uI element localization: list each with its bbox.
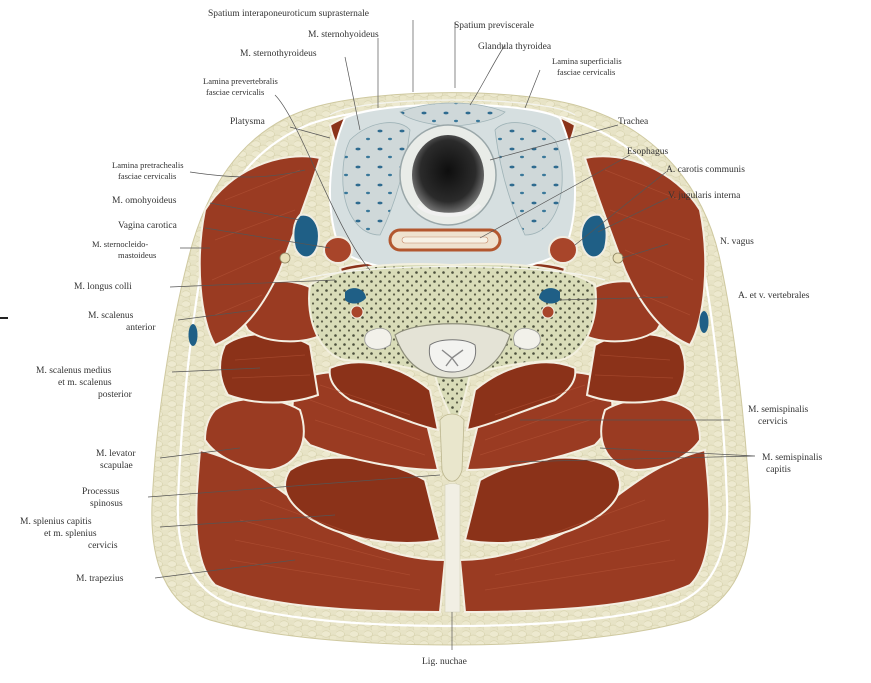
spinous-process xyxy=(440,414,464,481)
label-m-sternocleidomastoideus: M. sternocleido- xyxy=(92,239,148,249)
label-trachea: Trachea xyxy=(618,117,649,127)
trachea-lumen xyxy=(412,135,484,215)
external-jugular-right xyxy=(700,311,709,333)
label-processus-spinosus-2: spinosus xyxy=(90,499,123,509)
external-jugular-left xyxy=(189,324,198,346)
scalenus-medius-left xyxy=(220,334,318,403)
label-m-semispinalis-capitis-2: capitis xyxy=(766,465,791,475)
label-n-vagus: N. vagus xyxy=(720,237,754,247)
label-m-scalenus-medius-2: et m. scalenus xyxy=(58,378,112,388)
label-m-sternohyoideus: M. sternohyoideus xyxy=(308,30,379,40)
label-m-levator-scapulae: M. levator xyxy=(96,449,136,459)
label-m-scalenus-anterior-2: anterior xyxy=(126,323,156,333)
label-v-jugularis-interna: V. jugularis interna xyxy=(668,191,741,201)
label-platysma: Platysma xyxy=(230,117,266,127)
label-m-splenius: M. splenius capitis xyxy=(20,517,92,527)
esophagus-lumen xyxy=(402,237,488,243)
spinal-cord xyxy=(429,340,475,372)
label-m-semispinalis-cervicis: M. semispinalis xyxy=(748,405,808,415)
transverse-process-left xyxy=(365,328,392,349)
label-spatium-interaponeuroticum: Spatium interaponeuroticum suprasternale xyxy=(208,9,369,19)
label-m-splenius-3: cervicis xyxy=(88,541,118,551)
label-m-scalenus-medius-3: posterior xyxy=(98,390,133,400)
label-m-semispinalis-capitis: M. semispinalis xyxy=(762,453,822,463)
vagus-nerve-left xyxy=(280,253,290,263)
label-m-omohyoideus: M. omohyoideus xyxy=(112,196,177,206)
vagus-nerve-right xyxy=(613,253,623,263)
label-esophagus: Esophagus xyxy=(627,147,668,157)
label-lamina-pretrachealis-2: fasciae cervicalis xyxy=(118,171,176,181)
label-lamina-prevertebralis-2: fasciae cervicalis xyxy=(206,87,264,97)
label-lamina-pretrachealis: Lamina pretrachealis xyxy=(112,160,184,170)
label-lamina-superficialis-2: fasciae cervicalis xyxy=(557,67,615,77)
label-a-carotis-communis: A. carotis communis xyxy=(666,165,745,175)
label-lamina-superficialis: Lamina superficialis xyxy=(552,56,622,66)
label-m-trapezius: M. trapezius xyxy=(76,574,124,584)
label-vagina-carotica: Vagina carotica xyxy=(118,221,178,231)
label-m-sternothyroideus: M. sternothyroideus xyxy=(240,49,317,59)
label-m-semispinalis-cervicis-2: cervicis xyxy=(758,417,788,427)
label-m-levator-scapulae-2: scapulae xyxy=(100,461,133,471)
label-lig-nuchae: Lig. nuchae xyxy=(422,657,467,667)
label-lamina-prevertebralis: Lamina prevertebralis xyxy=(203,76,278,86)
label-a-v-vertebrales: A. et v. vertebrales xyxy=(738,291,810,301)
label-m-sternocleidomastoideus-2: mastoideus xyxy=(118,250,156,260)
label-glandula-thyroidea: Glandula thyroidea xyxy=(478,42,552,52)
label-spatium-previscerale: Spatium previscerale xyxy=(454,21,534,31)
label-m-scalenus-medius: M. scalenus medius xyxy=(36,366,112,376)
transverse-process-right xyxy=(514,328,541,349)
label-m-splenius-2: et m. splenius xyxy=(44,529,97,539)
label-m-longus-colli: M. longus colli xyxy=(74,282,132,292)
label-processus-spinosus: Processus xyxy=(82,487,120,497)
scalenus-medius-right xyxy=(587,334,685,403)
label-m-scalenus-anterior: M. scalenus xyxy=(88,311,134,321)
nuchal-ligament xyxy=(445,484,460,613)
